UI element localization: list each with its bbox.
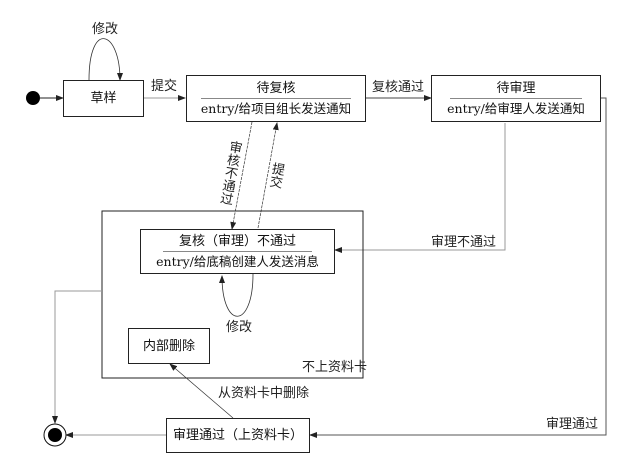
state-pending-approval-name: 待审理 — [496, 81, 536, 96]
state-pending-review[interactable]: 待复核 entry/给项目组长发送通知 — [186, 75, 366, 122]
draft-submit-label: 提交 — [151, 79, 178, 94]
rejected-self-loop — [219, 273, 254, 317]
state-rejected-divider — [163, 251, 312, 252]
state-pending-approval-entry: entry/给审理人发送通知 — [447, 101, 585, 116]
final-state-dot — [48, 428, 62, 442]
approval-pass-label: 审理通过 — [546, 417, 599, 432]
state-approved-name: 审理通过（上资料卡） — [172, 428, 303, 443]
state-draft[interactable]: 草样 — [63, 80, 144, 117]
state-rejected-name: 复核（审理）不通过 — [178, 234, 296, 249]
state-pending-review-divider — [201, 98, 351, 99]
state-draft-name: 草样 — [90, 91, 117, 106]
state-internal-delete[interactable]: 内部删除 — [128, 328, 210, 364]
state-pending-review-name: 待复核 — [256, 81, 296, 96]
delete-from-card-arrow — [169, 363, 234, 419]
state-pending-review-entry: entry/给项目组长发送通知 — [200, 101, 352, 116]
state-pending-approval[interactable]: 待审理 entry/给审理人发送通知 — [431, 75, 601, 122]
rejected-self-modify-label: 修改 — [226, 320, 253, 335]
composite-state-box — [101, 210, 364, 379]
composite-exit-arrow — [52, 290, 102, 424]
review-pass-label: 复核通过 — [372, 80, 425, 95]
state-rejected[interactable]: 复核（审理）不通过 entry/给底稿创建人发送消息 — [140, 229, 335, 274]
composite-label: 不上资料卡 — [302, 360, 368, 375]
initial-state — [26, 91, 40, 105]
state-rejected-entry: entry/给底稿创建人发送消息 — [156, 254, 319, 269]
approval-fail-arrow — [334, 123, 506, 253]
state-approved[interactable]: 审理通过（上资料卡） — [166, 418, 310, 453]
delete-from-card-label: 从资料卡中删除 — [218, 386, 310, 401]
draft-self-loop — [88, 38, 123, 81]
draft-self-modify-label: 修改 — [92, 22, 119, 37]
approval-pass-arrow — [309, 97, 607, 438]
state-internal-delete-name: 内部删除 — [142, 339, 195, 354]
state-pending-approval-divider — [450, 98, 582, 99]
approval-fail-label: 审理不通过 — [431, 235, 497, 250]
